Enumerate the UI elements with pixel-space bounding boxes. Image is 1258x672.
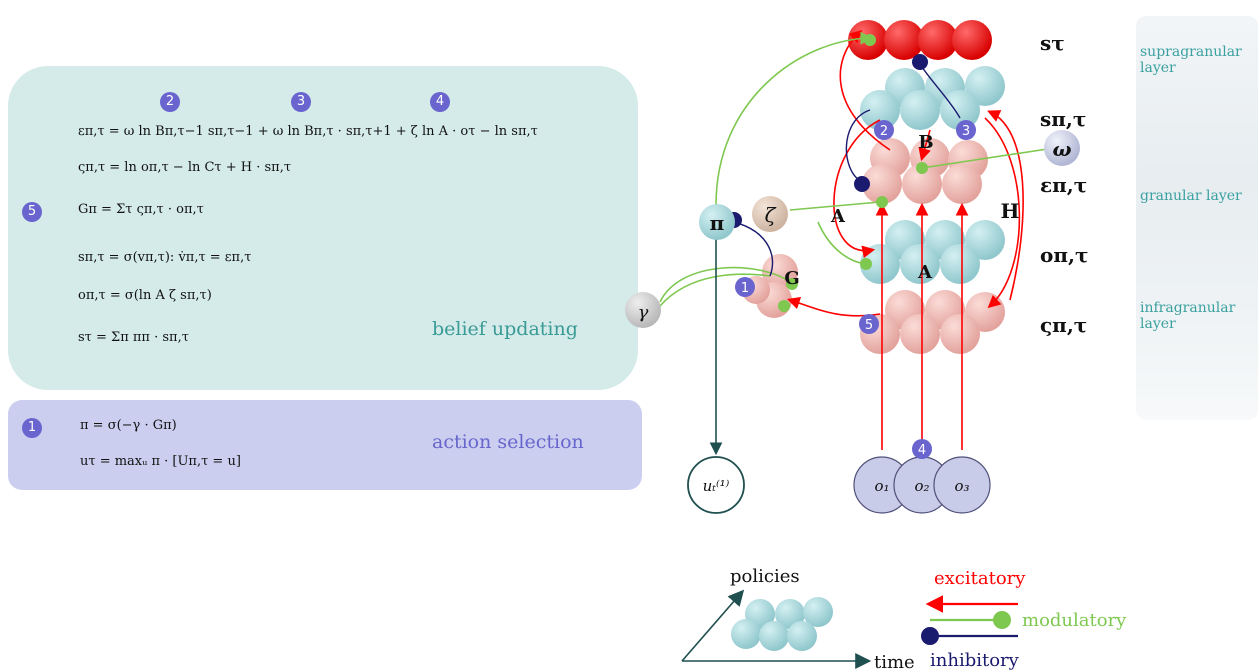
eq-epsilon: επ,τ = ω ln Bπ,τ−1 sπ,τ−1 + ω ln Bπ,τ · …	[78, 124, 538, 139]
gamma-label: γ	[638, 302, 649, 323]
A-lower-label: A	[917, 262, 933, 283]
marker-2: 2	[160, 92, 180, 112]
diagram-markers: 1 2 3 4 5	[735, 120, 976, 459]
s-policy-cluster	[860, 66, 1005, 130]
diagram-marker-1: 1	[741, 281, 749, 296]
A-upper-label: A	[830, 206, 846, 227]
eq-o-policy: oπ,τ = σ(ln A ζ sπ,τ)	[78, 288, 212, 303]
observation-nodes	[853, 456, 991, 514]
zeta-node	[752, 196, 788, 232]
o2-label: o₂	[914, 477, 929, 495]
o1-label: o₁	[874, 477, 889, 495]
pi-node	[699, 204, 735, 240]
layer-label-supragranular: supragranular layer	[1140, 44, 1242, 76]
diagram-marker-3: 3	[962, 124, 970, 139]
epsilon-cluster	[862, 138, 988, 204]
eq-varsigma: ςπ,τ = ln oπ,τ − ln Cτ + H · sπ,τ	[78, 160, 292, 175]
marker-5: 5	[22, 202, 42, 222]
layer-label-infragranular: infragranular layer	[1140, 300, 1236, 332]
row-label-epsilon: επ,τ	[1040, 173, 1087, 197]
modulatory-terminal	[993, 611, 1011, 629]
layer-label-granular: granular layer	[1140, 188, 1242, 204]
cortical-layers-image: supragranular layer granular layer infra…	[1136, 16, 1258, 420]
diagram-marker-4: 4	[918, 443, 926, 458]
excitatory-connections	[786, 29, 1024, 450]
omega-node	[1044, 130, 1080, 166]
time-label: time	[874, 652, 915, 672]
connection-legend: excitatory modulatory inhibitory	[921, 568, 1127, 671]
inhibitory-label: inhibitory	[930, 650, 1020, 671]
s-tau-unit	[884, 20, 924, 60]
s-tau-unit	[952, 20, 992, 60]
zeta-label: ζ	[765, 203, 777, 227]
policies-axis	[681, 589, 745, 662]
belief-updating-caption: belief updating	[432, 318, 578, 340]
eq-s-tau: sτ = Σπ ππ · sπ,τ	[78, 330, 189, 345]
legend-axes: policies time	[681, 566, 915, 672]
B-label: B	[918, 132, 933, 153]
row-label-s-policy: sπ,τ	[1040, 107, 1086, 131]
gamma-node	[625, 292, 661, 328]
marker-3: 3	[291, 92, 311, 112]
eq-u: uτ = maxᵤ π · [Uπ,τ = u]	[80, 454, 241, 469]
modulatory-terminals	[778, 34, 928, 312]
G-label: G	[784, 268, 799, 289]
eq-G: Gπ = Στ ςπ,τ · oπ,τ	[78, 202, 204, 217]
H-label: H	[1001, 199, 1020, 223]
marker-4: 4	[430, 92, 450, 112]
eq-pi: π = σ(−γ · Gπ)	[80, 418, 177, 433]
varsigma-cluster	[860, 290, 1005, 354]
o3-label: o₃	[954, 477, 969, 495]
row-label-varsigma: ςπ,τ	[1040, 313, 1087, 337]
policies-label: policies	[730, 566, 800, 587]
row-label-s-tau: sτ	[1040, 31, 1065, 55]
u-label: uₜ⁽¹⁾	[703, 477, 730, 495]
action-selection-caption: action selection	[432, 431, 584, 453]
o3-node	[933, 456, 991, 514]
marker-1: 1	[22, 418, 42, 438]
pi-label: π	[710, 211, 725, 235]
excitatory-label: excitatory	[934, 568, 1026, 589]
omega-label: ω	[1052, 137, 1071, 161]
s-tau-unit	[918, 20, 958, 60]
u-node	[687, 456, 745, 514]
o-policy-cluster	[860, 220, 1005, 284]
diagram-marker-2: 2	[880, 124, 888, 139]
row-label-o-policy: oπ,τ	[1040, 243, 1088, 267]
modulatory-label: modulatory	[1022, 610, 1127, 631]
belief-updating-panel	[8, 66, 638, 390]
action-selection-panel	[8, 400, 642, 490]
diagram-marker-5: 5	[865, 318, 873, 333]
eq-s-policy: sπ,τ = σ(vπ,τ): v̇π,τ = επ,τ	[78, 250, 252, 265]
